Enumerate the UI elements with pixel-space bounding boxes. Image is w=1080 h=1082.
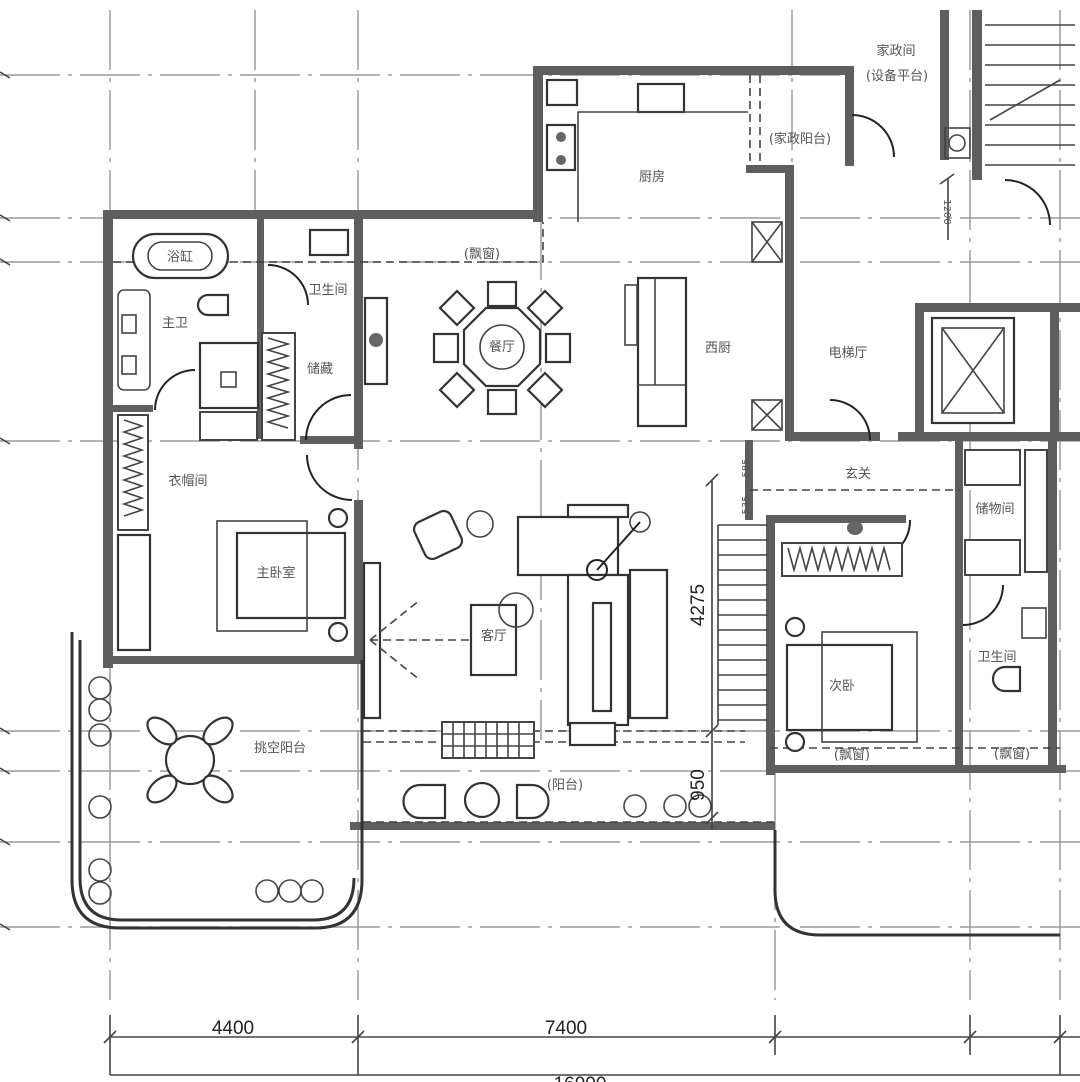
label-master-bath: 主卫 <box>162 316 188 331</box>
dimension-lines: 4400 7400 16900 4275 950 1200 585 535 <box>103 173 1080 1082</box>
dim-step-a: 585 <box>741 458 752 477</box>
walls <box>103 10 1080 830</box>
dim-left-bay: 4400 <box>212 1018 254 1039</box>
label-bathroom-left: 卫生间 <box>308 283 347 298</box>
master-suite-fixtures <box>116 228 350 652</box>
label-dining: 餐厅 <box>489 339 515 355</box>
dashed-lines <box>113 75 1060 823</box>
dim-middle-bay: 7400 <box>545 1018 587 1039</box>
living-furniture <box>362 503 669 759</box>
dim-step-b: 535 <box>741 495 752 514</box>
room-labels: 家政间 (设备平台) (家政阳台) 厨房 (飘窗) 餐厅 西厨 浴缸 主卫 卫生… <box>162 43 1030 793</box>
label-utility-room: 家政间 <box>876 43 915 59</box>
label-bay-window-right: (飘窗) <box>834 747 870 763</box>
dining-table <box>432 280 572 416</box>
kitchen-fixtures <box>545 78 748 222</box>
dim-balcony-depth: 950 <box>688 769 709 801</box>
label-balcony: (阳台) <box>547 778 583 793</box>
label-utility-balcony: (家政阳台) <box>769 131 831 147</box>
label-bay-window-top: (飘窗) <box>464 246 500 262</box>
label-living-room: 客厅 <box>481 628 507 644</box>
label-western-kitchen: 西厨 <box>705 341 731 356</box>
second-bedroom-fixtures <box>781 449 1048 753</box>
label-bathroom-right: 卫生间 <box>977 650 1016 665</box>
elevator <box>751 127 1016 431</box>
label-elevator-hall: 电梯厅 <box>828 346 867 361</box>
stairs <box>717 24 1075 725</box>
label-master-bedroom: 主卧室 <box>256 565 295 581</box>
dim-living-depth: 4275 <box>688 584 709 626</box>
label-kitchen: 厨房 <box>639 169 665 185</box>
label-storage: 储藏 <box>307 362 333 377</box>
terrace-furniture <box>88 676 324 905</box>
dim-total: 16900 <box>554 1074 607 1082</box>
label-walk-in-closet: 衣帽间 <box>168 473 207 489</box>
label-storeroom: 储物间 <box>975 502 1014 517</box>
balcony-furniture <box>402 781 712 820</box>
label-bathtub: 浴缸 <box>167 249 193 265</box>
label-foyer: 玄关 <box>845 467 871 482</box>
kitchen-island <box>624 276 688 428</box>
label-double-height-terrace: 挑空阳台 <box>254 741 306 756</box>
label-second-bedroom: 次卧 <box>829 678 855 694</box>
label-equipment-platform: (设备平台) <box>866 68 928 84</box>
label-bay-window-small: (飘窗) <box>994 746 1030 762</box>
dim-corridor: 1200 <box>941 199 952 224</box>
